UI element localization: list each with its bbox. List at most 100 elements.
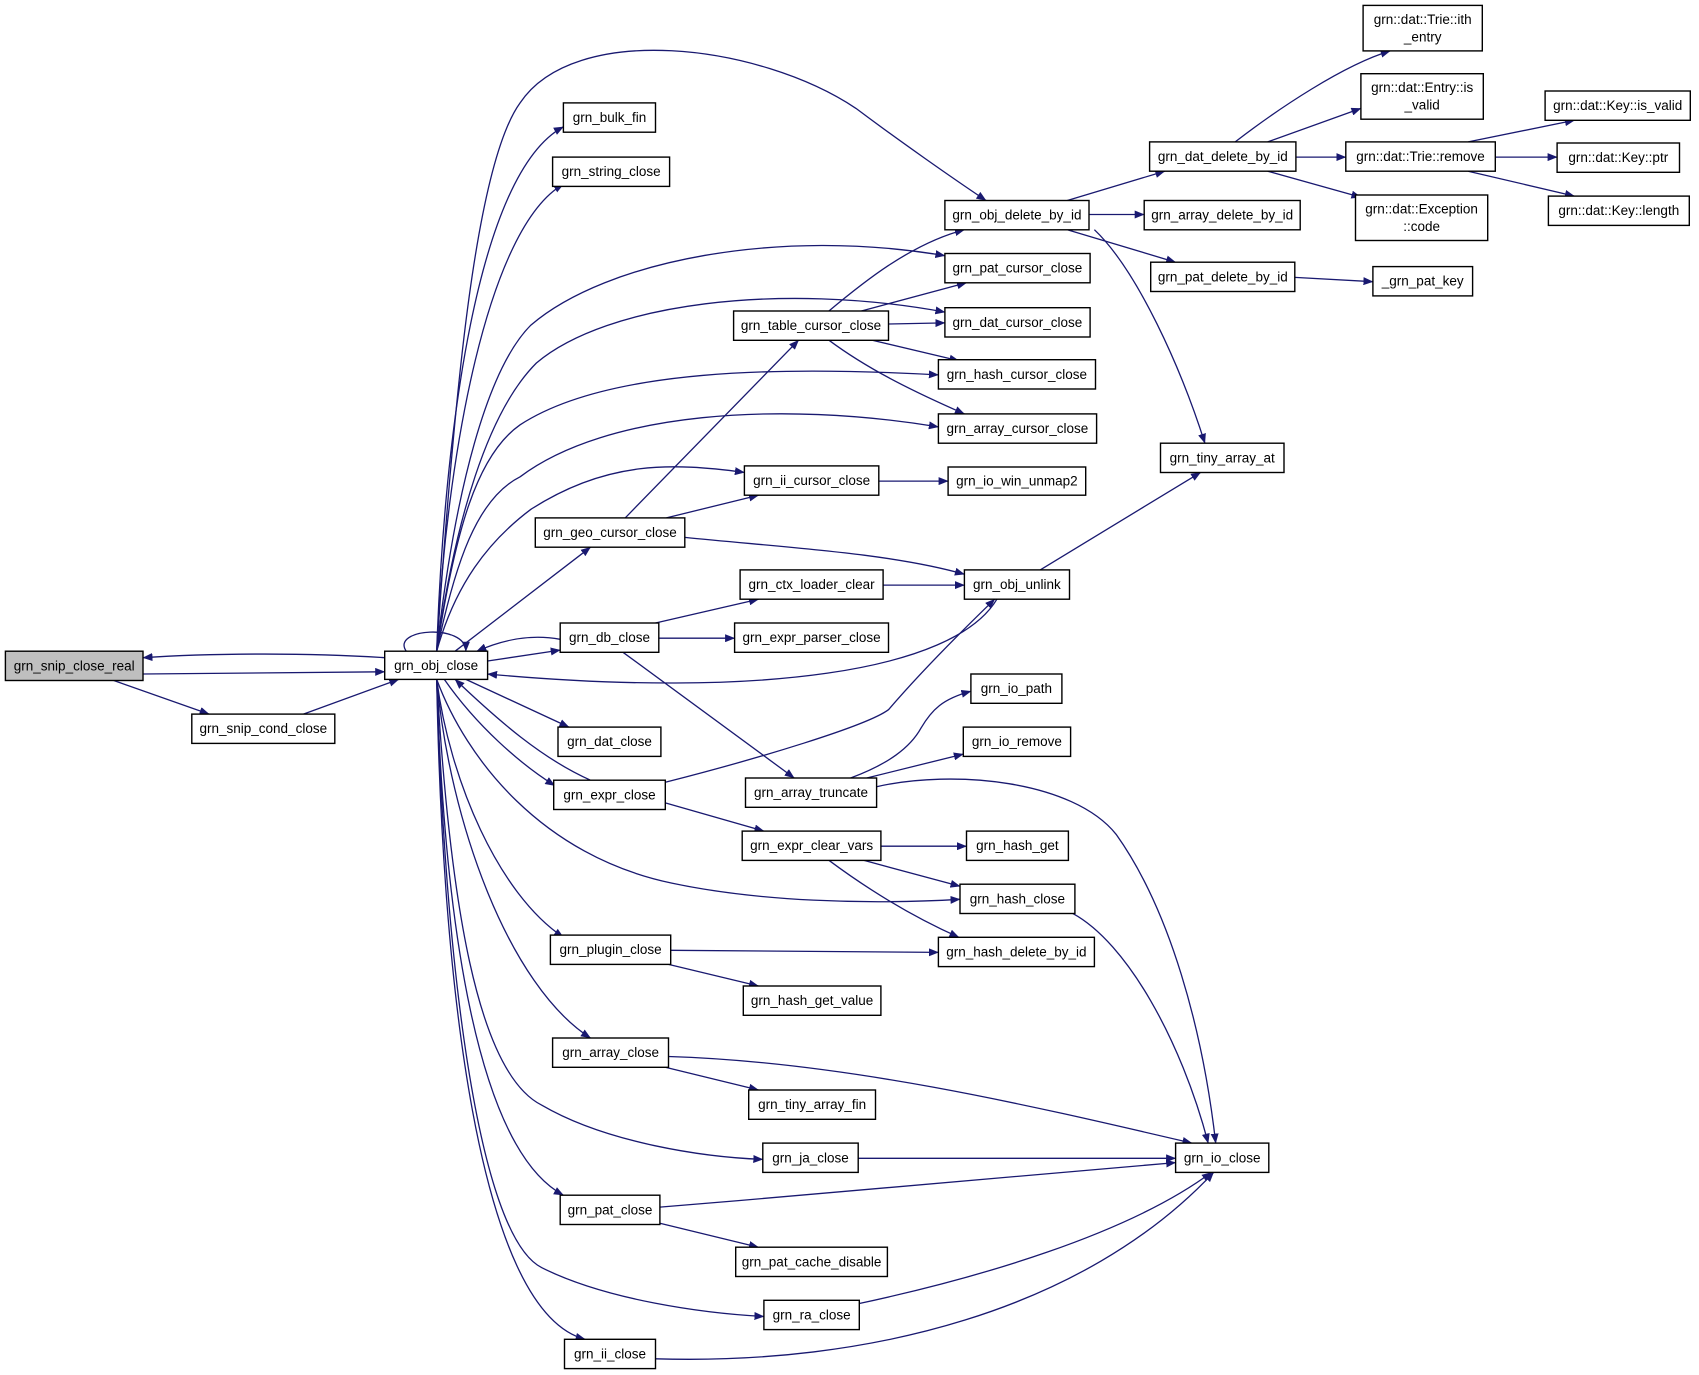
node-box-array-delete-by-id[interactable] [1143, 199, 1301, 231]
node-box-io-close[interactable] [1174, 1142, 1270, 1174]
node-trie-remove[interactable]: grn::dat::Trie::remove [1345, 141, 1497, 172]
node-key-ptr[interactable]: grn::dat::Key::ptr [1556, 142, 1681, 173]
node-box-string-close[interactable] [551, 156, 671, 188]
node-key-length[interactable]: grn::dat::Key::length [1547, 195, 1691, 227]
node-box-io-path[interactable] [970, 673, 1063, 704]
node-box-hash-get-value[interactable] [742, 985, 882, 1016]
node-box-ii-cursor-close[interactable] [743, 465, 880, 496]
node-hash-cursor-close[interactable]: grn_hash_cursor_close [937, 359, 1097, 390]
node-pat-cursor-close[interactable]: grn_pat_cursor_close [944, 252, 1091, 284]
node-hash-get-value[interactable]: grn_hash_get_value [742, 985, 882, 1016]
node-ja-close[interactable]: grn_ja_close [762, 1142, 859, 1174]
node-tiny-array-fin[interactable]: grn_tiny_array_fin [748, 1089, 877, 1120]
node-box-exception-code[interactable] [1354, 194, 1489, 242]
node-box-pat-key[interactable] [1372, 265, 1474, 297]
node-box-dat-delete-by-id[interactable] [1148, 141, 1297, 172]
node-box-obj-close[interactable] [384, 650, 489, 681]
node-tiny-array-at[interactable]: grn_tiny_array_at [1159, 442, 1285, 474]
node-box-hash-delete-by-id[interactable] [937, 936, 1096, 968]
node-box-snip-close-real[interactable] [4, 650, 144, 682]
node-dat-cursor-close[interactable]: grn_dat_cursor_close [944, 307, 1091, 338]
node-label-pat-close: grn_pat_close [568, 1202, 653, 1217]
node-io-win-unmap2[interactable]: grn_io_win_unmap2 [947, 466, 1087, 496]
node-box-plugin-close[interactable] [549, 934, 672, 966]
node-expr-clear-vars[interactable]: grn_expr_clear_vars [741, 830, 882, 862]
node-pat-cache-disable[interactable]: grn_pat_cache_disable [735, 1246, 889, 1278]
node-obj-delete-by-id[interactable]: grn_obj_delete_by_id [944, 199, 1090, 231]
node-box-obj-unlink[interactable] [963, 569, 1071, 600]
node-io-path[interactable]: grn_io_path [970, 673, 1063, 704]
node-box-dat-cursor-close[interactable] [944, 307, 1091, 338]
node-entry-is-valid[interactable]: grn::dat::Entry::is_valid [1360, 72, 1485, 120]
node-hash-close[interactable]: grn_hash_close [959, 883, 1076, 915]
node-expr-close[interactable]: grn_expr_close [553, 779, 667, 811]
node-ii-cursor-close[interactable]: grn_ii_cursor_close [743, 465, 880, 496]
node-box-snip-cond-close[interactable] [191, 713, 336, 745]
node-box-hash-cursor-close[interactable] [937, 359, 1097, 390]
node-box-tiny-array-fin[interactable] [748, 1089, 877, 1120]
node-box-table-cursor-close[interactable] [732, 310, 890, 341]
node-obj-unlink[interactable]: grn_obj_unlink [963, 569, 1071, 600]
node-box-db-close[interactable] [559, 622, 660, 653]
node-box-dat-close[interactable] [557, 726, 662, 758]
node-box-hash-get[interactable] [965, 830, 1070, 862]
node-bulk-fin[interactable]: grn_bulk_fin [562, 102, 657, 133]
node-snip-cond-close[interactable]: grn_snip_cond_close [191, 713, 336, 745]
node-box-geo-cursor-close[interactable] [534, 517, 686, 548]
node-array-delete-by-id[interactable]: grn_array_delete_by_id [1143, 199, 1301, 231]
node-box-ii-close[interactable] [563, 1338, 657, 1370]
node-ra-close[interactable]: grn_ra_close [763, 1299, 861, 1331]
node-snip-close-real[interactable]: grn_snip_close_real [4, 650, 144, 682]
node-box-pat-cache-disable[interactable] [735, 1246, 889, 1278]
node-io-remove[interactable]: grn_io_remove [962, 726, 1072, 758]
node-pat-key[interactable]: _grn_pat_key [1372, 265, 1474, 297]
node-db-close[interactable]: grn_db_close [559, 622, 660, 653]
node-array-cursor-close[interactable]: grn_array_cursor_close [937, 413, 1098, 444]
node-box-trie-remove[interactable] [1345, 141, 1497, 172]
node-ctx-loader-clear[interactable]: grn_ctx_loader_clear [739, 569, 884, 600]
node-box-array-cursor-close[interactable] [937, 413, 1098, 444]
node-box-key-length[interactable] [1547, 195, 1691, 227]
node-box-ja-close[interactable] [762, 1142, 859, 1174]
node-box-hash-close[interactable] [959, 883, 1076, 915]
node-string-close[interactable]: grn_string_close [551, 156, 671, 188]
node-dat-delete-by-id[interactable]: grn_dat_delete_by_id [1148, 141, 1297, 172]
node-plugin-close[interactable]: grn_plugin_close [549, 934, 672, 966]
node-expr-parser-close[interactable]: grn_expr_parser_close [733, 622, 890, 653]
node-ii-close[interactable]: grn_ii_close [563, 1338, 657, 1370]
node-key-is-valid[interactable]: grn::dat::Key::is_valid [1544, 90, 1691, 121]
node-hash-get[interactable]: grn_hash_get [965, 830, 1070, 862]
node-box-expr-parser-close[interactable] [733, 622, 890, 653]
node-box-entry-is-valid[interactable] [1360, 72, 1485, 120]
node-geo-cursor-close[interactable]: grn_geo_cursor_close [534, 517, 686, 548]
node-box-pat-close[interactable] [559, 1194, 661, 1226]
node-pat-delete-by-id[interactable]: grn_pat_delete_by_id [1149, 261, 1296, 293]
node-box-key-is-valid[interactable] [1544, 90, 1691, 121]
node-array-truncate[interactable]: grn_array_truncate [744, 777, 878, 808]
node-box-expr-clear-vars[interactable] [741, 830, 882, 862]
node-box-array-truncate[interactable] [744, 777, 878, 808]
node-pat-close[interactable]: grn_pat_close [559, 1194, 661, 1226]
node-box-ra-close[interactable] [763, 1299, 861, 1331]
edge-db-close-to-ctx-loader-clear [655, 597, 759, 624]
node-box-trie-ith-entry[interactable] [1362, 4, 1483, 52]
node-box-obj-delete-by-id[interactable] [944, 199, 1090, 231]
node-box-expr-close[interactable] [553, 779, 667, 811]
node-box-bulk-fin[interactable] [562, 102, 657, 133]
node-array-close[interactable]: grn_array_close [551, 1037, 670, 1068]
node-box-ctx-loader-clear[interactable] [739, 569, 884, 600]
node-exception-code[interactable]: grn::dat::Exception::code [1354, 194, 1489, 242]
node-obj-close[interactable]: grn_obj_close [384, 650, 489, 681]
node-box-pat-cursor-close[interactable] [944, 252, 1091, 284]
node-box-io-remove[interactable] [962, 726, 1072, 758]
node-box-io-win-unmap2[interactable] [947, 466, 1087, 496]
node-box-pat-delete-by-id[interactable] [1149, 261, 1296, 293]
node-table-cursor-close[interactable]: grn_table_cursor_close [732, 310, 890, 341]
node-dat-close[interactable]: grn_dat_close [557, 726, 662, 758]
node-hash-delete-by-id[interactable]: grn_hash_delete_by_id [937, 936, 1096, 968]
node-box-tiny-array-at[interactable] [1159, 442, 1285, 474]
node-box-array-close[interactable] [551, 1037, 670, 1068]
node-trie-ith-entry[interactable]: grn::dat::Trie::ith_entry [1362, 4, 1483, 52]
node-io-close[interactable]: grn_io_close [1174, 1142, 1270, 1174]
node-box-key-ptr[interactable] [1556, 142, 1681, 173]
